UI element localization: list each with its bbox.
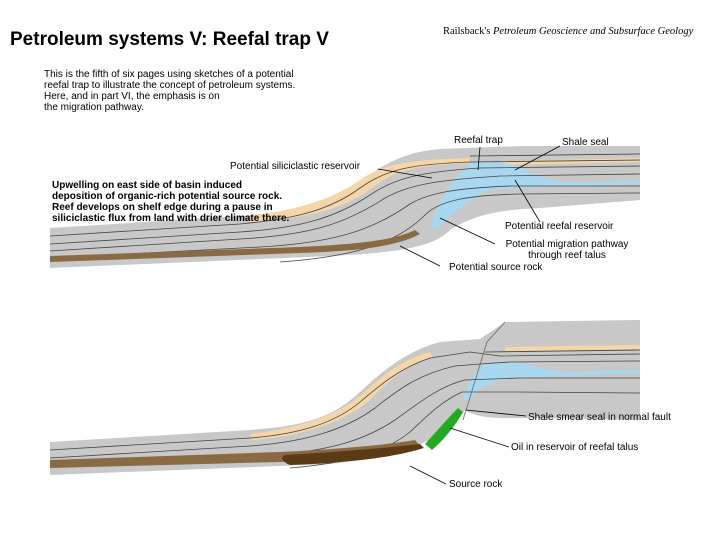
top-cross-section: [49, 146, 641, 268]
label-reefal-reservoir: Potential reefal reservoir: [505, 221, 614, 232]
label-migration-line2: through reef talus: [528, 250, 606, 261]
bottom-shelf-sand: [505, 345, 640, 351]
upwelling-note: Upwelling on east side of basin induced …: [52, 180, 289, 224]
top-strata-lines: [49, 153, 641, 263]
bottom-oil-talus: [425, 408, 463, 450]
credit-author: Railsback's: [443, 26, 491, 37]
top-reef-streak: [575, 181, 640, 186]
label-migration-pathway: Potential migration pathway through reef…: [497, 239, 637, 261]
bottom-source-rock-mature: [282, 444, 424, 465]
credit-book: Petroleum Geoscience and Subsurface Geol…: [493, 26, 694, 37]
bottom-reef: [463, 362, 590, 402]
top-siliciclastic-sand: [248, 158, 470, 222]
top-shelf-sand: [500, 158, 640, 165]
top-reef: [431, 161, 575, 229]
label-source-rock: Source rock: [449, 479, 503, 490]
page-title: Petroleum systems V: Reefal trap V: [10, 29, 329, 50]
bottom-gray-body: [50, 320, 640, 475]
intro-line: the migration pathway.: [44, 102, 144, 113]
top-source-rock: [50, 230, 420, 262]
bottom-cross-section: [49, 320, 641, 475]
label-oil-talus: Oil in reservoir of reefal talus: [511, 442, 639, 453]
label-potential-source-rock: Potential source rock: [449, 262, 543, 273]
label-shale-smear-seal: Shale smear seal in normal fault: [528, 412, 671, 423]
bottom-siliciclastic-sand: [250, 352, 433, 440]
label-shale-seal: Shale seal: [562, 137, 609, 148]
label-siliciclastic-reservoir: Potential siliciclastic reservoir: [230, 161, 361, 172]
label-reefal-trap: Reefal trap: [454, 135, 503, 146]
intro-line: reefal trap to illustrate the concept of…: [44, 80, 296, 91]
intro-line: This is the fifth of six pages using ske…: [44, 69, 294, 80]
bottom-leader-lines: [409, 409, 527, 485]
intro-line: Here, and in part VI, the emphasis is on: [44, 91, 220, 102]
note-line: Upwelling on east side of basin induced: [52, 180, 243, 191]
intro-text: This is the fifth of six pages using ske…: [44, 69, 344, 113]
top-leader-lines: [377, 145, 561, 267]
credit: Railsback's Petroleum Geoscience and Sub…: [443, 26, 693, 37]
bottom-reef-streak: [590, 370, 640, 375]
label-migration-line1: Potential migration pathway: [505, 239, 629, 250]
bottom-source-rock: [50, 440, 420, 468]
note-line: siliciclastic flux from land with drier …: [52, 213, 290, 224]
note-line: deposition of organic-rich potential sou…: [52, 191, 283, 202]
note-line: Reef develops on shelf edge during a pau…: [52, 202, 273, 213]
